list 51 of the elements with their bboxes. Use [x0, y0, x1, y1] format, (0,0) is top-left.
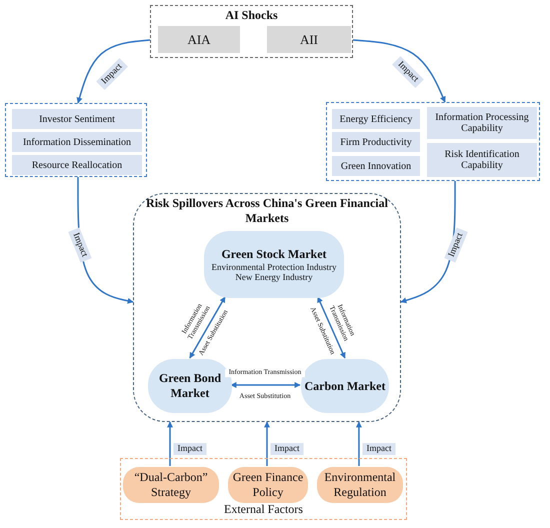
node-title: Green Finance Policy [232, 470, 304, 500]
arrow [189, 296, 226, 359]
node-title: AIA [187, 32, 211, 48]
edge-label: Impact [444, 227, 468, 263]
arrow [264, 421, 270, 466]
node-title: Information Processing Capability [434, 112, 530, 134]
node-title: Resource Reallocation [32, 160, 122, 170]
market-node [301, 359, 389, 413]
process-box [267, 26, 351, 53]
node-title: Energy Efficiency [340, 114, 412, 124]
process-box [12, 109, 142, 129]
factor-node [123, 467, 219, 503]
arrow [317, 296, 346, 359]
node-title: Green Bond Market [158, 371, 222, 401]
process-box [332, 132, 420, 152]
process-box [332, 109, 420, 129]
node-title: Risk Spillovers Across China's Green Financial Markets [145, 196, 389, 226]
arrow [230, 382, 301, 388]
process-box [12, 132, 142, 152]
process-box [12, 155, 142, 175]
node-body: Environmental Protection Industry New Energy Industry [210, 262, 338, 282]
edge-label: Impact [174, 443, 206, 455]
group-box [5, 103, 147, 177]
factor-node [317, 467, 403, 503]
process-box [158, 26, 240, 53]
node-title: Information Dissemination [22, 136, 132, 148]
edge-label: Impact [270, 443, 304, 455]
node-title: Firm Productivity [340, 136, 412, 148]
arrow [76, 39, 150, 104]
arrow [166, 421, 173, 466]
group-box [120, 458, 407, 520]
arrow [352, 39, 446, 103]
node-title: Green Stock Market [221, 247, 327, 262]
group-box [326, 102, 540, 181]
node-title: Green Innovation [340, 160, 412, 172]
node-title: Carbon Market [304, 378, 386, 394]
node-title: Environmental Regulation [323, 470, 397, 500]
node-title: Risk Identification Capability [444, 149, 520, 171]
group-box [150, 5, 353, 58]
process-box [427, 143, 537, 177]
node-title: AI Shocks [225, 8, 278, 23]
node-title: “Dual-Carbon” Strategy [133, 470, 209, 500]
process-box [332, 156, 420, 176]
node-title: AII [300, 32, 318, 48]
market-node [204, 231, 344, 298]
process-box [427, 107, 537, 139]
node-title: External Factors [224, 502, 303, 517]
arrow [356, 421, 362, 466]
node-title: Investor Sentiment [39, 114, 115, 124]
edge-label: Impact [68, 227, 92, 263]
edge-label: Impact [362, 443, 396, 455]
